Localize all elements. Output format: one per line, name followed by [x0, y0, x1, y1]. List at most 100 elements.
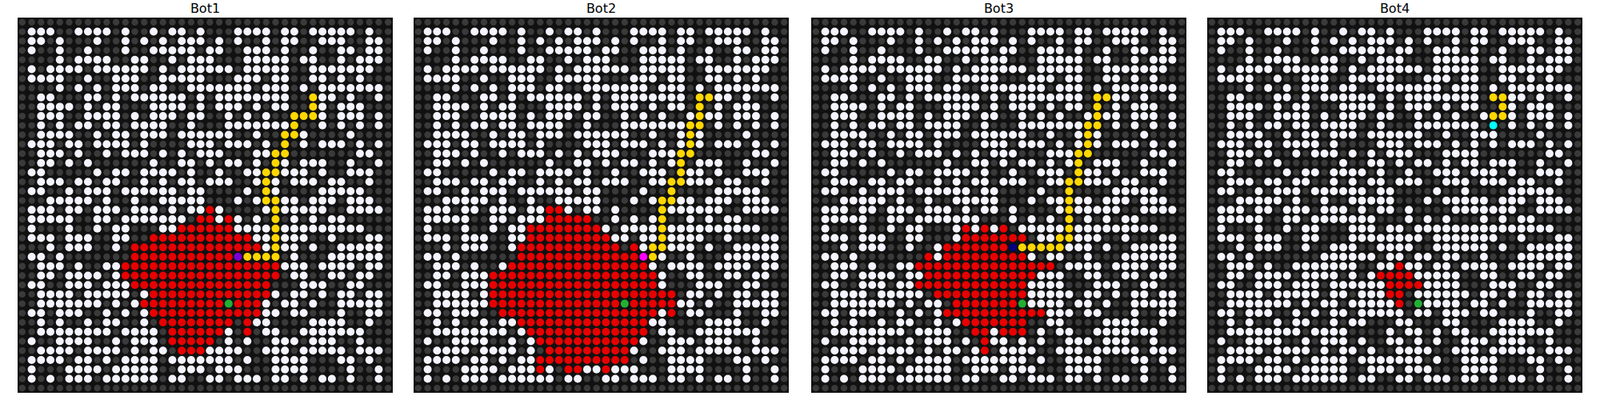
- grid-cell: [168, 271, 176, 280]
- grid-cell: [508, 19, 516, 26]
- grid-cell: [356, 131, 364, 138]
- grid-cell: [75, 47, 82, 54]
- grid-cell: [328, 160, 336, 167]
- grid-cell: [252, 243, 261, 252]
- grid-cell: [309, 19, 316, 26]
- grid-cell: [281, 272, 288, 279]
- grid-cell: [131, 187, 140, 196]
- grid-cell: [704, 56, 713, 64]
- grid-cell: [308, 74, 317, 83]
- grid-cell: [300, 150, 307, 157]
- grid-cell: [121, 262, 130, 271]
- grid-cell: [149, 205, 158, 214]
- grid-cell: [206, 93, 213, 100]
- grid-cell: [309, 131, 316, 138]
- grid-cell: [28, 215, 36, 224]
- grid-cell: [140, 328, 148, 336]
- grid-cell: [648, 46, 657, 55]
- grid-cell: [300, 75, 307, 82]
- grid-cell: [37, 19, 44, 26]
- grid-cell: [19, 168, 26, 176]
- grid-cell: [300, 384, 307, 392]
- grid-cell: [46, 131, 55, 140]
- grid-cell: [160, 28, 167, 35]
- grid-cell: [244, 160, 251, 167]
- grid-cell: [159, 234, 168, 243]
- grid-cell: [555, 102, 564, 111]
- grid-cell: [601, 64, 610, 73]
- grid-cell: [677, 19, 684, 26]
- grid-cell: [592, 36, 601, 45]
- grid-cell: [187, 271, 196, 280]
- grid-cell: [28, 384, 35, 392]
- grid-cell: [205, 374, 214, 383]
- grid-cell: [365, 234, 374, 243]
- grid-cell: [374, 300, 383, 308]
- grid-cell: [687, 47, 694, 54]
- grid-cell: [103, 244, 110, 251]
- grid-cell: [159, 168, 168, 176]
- grid-cell: [140, 56, 148, 64]
- grid-cell: [112, 37, 120, 44]
- grid-cell: [160, 140, 167, 148]
- grid-cell: [291, 65, 298, 72]
- grid-cell: [178, 188, 185, 195]
- grid-cell: [65, 93, 72, 100]
- grid-cell: [319, 365, 326, 372]
- grid-cell: [337, 337, 344, 344]
- grid-cell: [252, 28, 261, 36]
- grid-cell: [630, 84, 639, 92]
- grid-cell: [84, 243, 92, 252]
- grid-cell: [432, 93, 441, 102]
- grid-cell: [46, 300, 55, 308]
- grid-cell: [384, 188, 392, 195]
- grid-cell: [19, 188, 26, 195]
- grid-cell: [196, 243, 205, 252]
- grid-cell: [374, 205, 383, 214]
- grid-cell: [252, 121, 261, 130]
- grid-cell: [308, 46, 317, 55]
- grid-cell: [28, 64, 36, 73]
- grid-cell: [187, 56, 196, 64]
- grid-cell: [442, 28, 451, 36]
- grid-cell: [149, 308, 158, 317]
- grid-cell: [374, 290, 383, 299]
- grid-cell: [168, 205, 176, 214]
- grid-cell: [384, 319, 392, 326]
- grid-cell: [592, 19, 600, 26]
- grid-cell: [374, 36, 383, 45]
- grid-cell: [177, 64, 186, 73]
- grid-cell: [112, 93, 120, 102]
- grid-cell: [262, 121, 271, 130]
- grid-cell: [253, 206, 260, 213]
- grid-cell: [583, 56, 592, 64]
- grid-cell: [196, 280, 205, 289]
- grid-cell: [84, 374, 92, 383]
- grid-cell: [159, 346, 168, 355]
- grid-cell: [225, 188, 232, 195]
- grid-cell: [93, 319, 100, 326]
- grid-cell: [75, 103, 82, 110]
- grid-cell: [374, 112, 383, 120]
- grid-cell: [281, 216, 288, 223]
- grid-cell: [140, 280, 148, 289]
- grid-cell: [252, 196, 261, 205]
- grid-cell: [244, 178, 251, 185]
- grid-cell: [177, 243, 186, 252]
- grid-cell: [611, 46, 620, 55]
- grid-cell: [122, 206, 129, 213]
- grid-cell: [225, 206, 232, 213]
- grid-cell: [318, 337, 327, 346]
- grid-cell: [225, 375, 232, 382]
- grid-cell: [356, 356, 364, 364]
- grid-cell: [225, 150, 232, 157]
- grid-cell: [103, 168, 110, 176]
- grid-cell: [574, 19, 581, 26]
- grid-cell: [271, 234, 280, 243]
- grid-cell: [19, 178, 26, 185]
- grid-cell: [234, 102, 243, 111]
- grid-cell: [253, 337, 260, 344]
- grid-cell: [573, 93, 582, 102]
- grid-cell: [150, 140, 157, 148]
- grid-cell: [168, 150, 176, 157]
